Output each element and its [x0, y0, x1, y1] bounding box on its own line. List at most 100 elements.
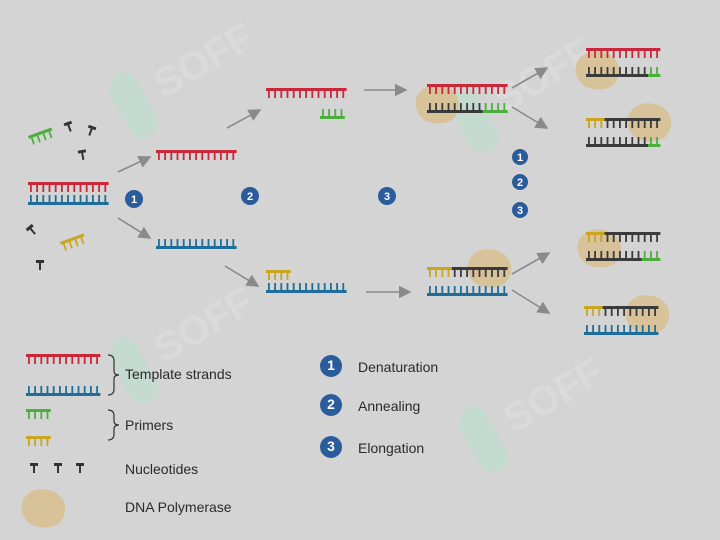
legend-step-3-marker: 3: [320, 436, 342, 458]
nucleotide-head: [77, 149, 87, 154]
strand-base: [604, 325, 607, 332]
arrow-product-2: [511, 106, 549, 129]
watermark-logo-shape: [459, 406, 509, 473]
strand-backbone: [427, 84, 508, 87]
strand-base: [497, 87, 499, 94]
nucleotide-stem: [33, 465, 35, 473]
strand-base: [42, 185, 45, 192]
strand-base: [656, 235, 658, 242]
strand-base: [612, 137, 615, 144]
strand-base: [453, 87, 456, 94]
product-2-top: [586, 118, 661, 128]
strand-base: [594, 137, 596, 144]
step-number: 1: [327, 357, 335, 373]
strand-base: [59, 357, 61, 364]
legend-primer-green: [26, 409, 51, 419]
strand-base: [73, 185, 76, 192]
strand-base: [654, 309, 656, 316]
nucleotide-head: [76, 463, 84, 466]
strand-base: [280, 91, 283, 98]
strand-backbone: [586, 144, 648, 147]
strand-base: [650, 251, 652, 258]
strand-base: [447, 103, 450, 110]
strand-backbone: [26, 436, 51, 439]
strand-base: [182, 239, 185, 246]
polymerase-product-2: [627, 103, 672, 142]
strand-base: [441, 103, 444, 110]
strand-base: [447, 286, 450, 293]
strand-base: [460, 270, 462, 277]
strand-base: [650, 51, 652, 58]
legend-step-3-label: Elongation: [358, 440, 425, 456]
strand-base: [453, 270, 456, 277]
strand-base: [592, 325, 594, 332]
strand-base: [606, 137, 609, 144]
watermark-mark: SOFF: [109, 15, 261, 138]
strand-base: [617, 309, 619, 316]
cycle-step-3: 3: [512, 202, 528, 218]
strand-base: [460, 87, 462, 94]
strand-base: [637, 121, 640, 128]
strand-base: [46, 439, 49, 446]
strand-backbone: [60, 233, 85, 245]
strand-base: [435, 87, 437, 94]
strand-base: [328, 109, 330, 116]
strand-base: [491, 87, 493, 94]
strand-base: [59, 386, 61, 393]
strand-base: [594, 51, 596, 58]
strand-base: [606, 235, 609, 242]
strand-base: [643, 121, 646, 128]
strand-base: [48, 195, 51, 202]
nucleotide-head: [54, 463, 62, 466]
strand-base: [586, 325, 588, 332]
strand-backbone: [28, 182, 109, 185]
legend-primers-label: Primers: [125, 417, 174, 433]
strand-base: [67, 185, 69, 192]
nucleotide-stem: [29, 227, 36, 235]
strand-base: [453, 103, 456, 110]
step-number: 2: [327, 396, 335, 412]
strand-base: [619, 51, 621, 58]
strand-base: [52, 357, 55, 364]
strand-base: [637, 51, 640, 58]
strand-base: [588, 121, 590, 128]
strand-base: [40, 357, 43, 364]
strand-base: [656, 51, 658, 58]
start-dna-top: [28, 182, 109, 192]
strand-base: [62, 243, 67, 251]
strand-base: [643, 251, 646, 258]
strand-base: [497, 286, 499, 293]
strand-base: [42, 195, 45, 202]
strand-base: [600, 235, 603, 242]
strand-base: [648, 325, 650, 332]
strand-base: [98, 195, 100, 202]
strand-backbone: [320, 116, 345, 119]
process-arrows: [117, 67, 551, 314]
strand-base: [588, 137, 590, 144]
watermark-logo-shape: [449, 86, 499, 153]
strand-base: [299, 283, 301, 290]
arrow-anneal-bottom: [224, 265, 260, 287]
step-number: 2: [517, 177, 523, 189]
strand-base: [435, 103, 437, 110]
strand-base: [207, 153, 210, 160]
strand-base: [48, 131, 53, 139]
step-circle: [512, 174, 528, 190]
strand-base: [85, 195, 88, 202]
strand-backbone: [584, 332, 659, 335]
strand-base: [447, 87, 450, 94]
strand-backbone: [427, 267, 452, 270]
strand-backbone: [648, 74, 661, 77]
strand-base: [650, 235, 652, 242]
strand-base: [612, 51, 615, 58]
strand-base: [54, 185, 57, 192]
strand-base: [472, 87, 475, 94]
legend-step-1-marker: 1: [320, 355, 342, 377]
strand-base: [619, 235, 621, 242]
strand-backbone: [648, 144, 661, 147]
strand-base: [73, 195, 76, 202]
strand-base: [61, 195, 63, 202]
strand-base: [447, 270, 450, 277]
strand-base: [629, 309, 632, 316]
strand-base: [650, 137, 652, 144]
